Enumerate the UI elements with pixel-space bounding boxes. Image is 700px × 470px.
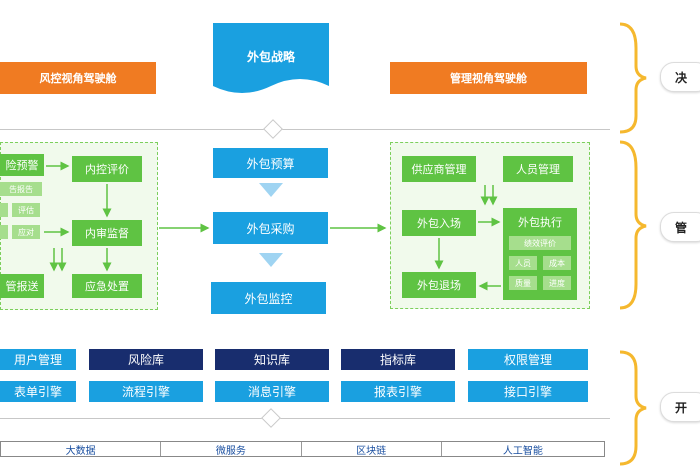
bracket-dev: [619, 350, 647, 466]
base-tech-bar: 大数据 微服务 区块链 人工智能: [0, 441, 605, 457]
engine-message: 消息引擎: [215, 381, 329, 402]
label-manage: 管: [660, 212, 700, 242]
platform-knowledge-lib: 知识库: [215, 349, 329, 370]
base-blockchain: 区块链: [302, 442, 442, 457]
strategy-label: 外包战略: [246, 49, 295, 64]
platform-risk-lib: 风险库: [89, 349, 203, 370]
risk-cockpit: 风控视角驾驶舱: [0, 62, 156, 94]
procurement-box: 外包采购: [213, 212, 328, 244]
tag-stub-2: [0, 225, 8, 239]
tag-stub-1: [0, 203, 8, 217]
platform-metric-lib: 指标库: [341, 349, 455, 370]
connector-diamond-2: [261, 408, 281, 428]
engine-interface: 接口引擎: [468, 381, 588, 402]
bracket-manage: [619, 140, 647, 310]
personnel-box: 人员管理: [503, 156, 573, 182]
supplier-box: 供应商管理: [402, 156, 476, 182]
report-tag: 告报告: [0, 182, 42, 196]
bracket-decision: [619, 22, 647, 134]
base-ai: 人工智能: [502, 445, 543, 457]
respond-tag: 应对: [12, 225, 40, 239]
arrow-down-2: [259, 253, 283, 267]
progress-tag: 进度: [543, 276, 571, 290]
arrow-down-1: [259, 183, 283, 197]
engine-report: 报表引擎: [341, 381, 455, 402]
report-send-box: 管报送: [0, 274, 44, 298]
risk-warning-box: 险预警: [0, 154, 44, 176]
emergency-box: 应急处置: [72, 274, 142, 298]
assess-tag: 评估: [12, 203, 40, 217]
monitor-box: 外包监控: [211, 282, 326, 314]
side-brackets: [619, 22, 647, 466]
connector-diamond: [263, 119, 283, 139]
base-bigdata: 大数据: [1, 442, 162, 457]
platform-perm-mgmt: 权限管理: [468, 349, 588, 370]
engine-flow: 流程引擎: [89, 381, 203, 402]
divider-bottom: [0, 418, 610, 419]
budget-box: 外包预算: [213, 148, 328, 178]
cost-tag: 成本: [543, 256, 571, 270]
quality-tag: 质量: [509, 276, 537, 290]
divider-top: [0, 129, 610, 130]
people-tag: 人员: [509, 256, 537, 270]
platform-user-mgmt: 用户管理: [0, 349, 76, 370]
management-cockpit: 管理视角驾驶舱: [390, 62, 587, 94]
internal-eval-box: 内控评价: [72, 156, 142, 182]
entry-box: 外包入场: [402, 210, 476, 236]
internal-audit-box: 内审监督: [72, 220, 142, 246]
label-dev: 开: [660, 392, 700, 422]
exit-box: 外包退场: [402, 272, 476, 298]
perf-tag: 绩效评价: [509, 236, 571, 250]
strategy-shape: [213, 23, 329, 93]
engine-form: 表单引擎: [0, 381, 76, 402]
base-microservice: 微服务: [161, 442, 302, 457]
label-decision: 决: [660, 62, 700, 92]
